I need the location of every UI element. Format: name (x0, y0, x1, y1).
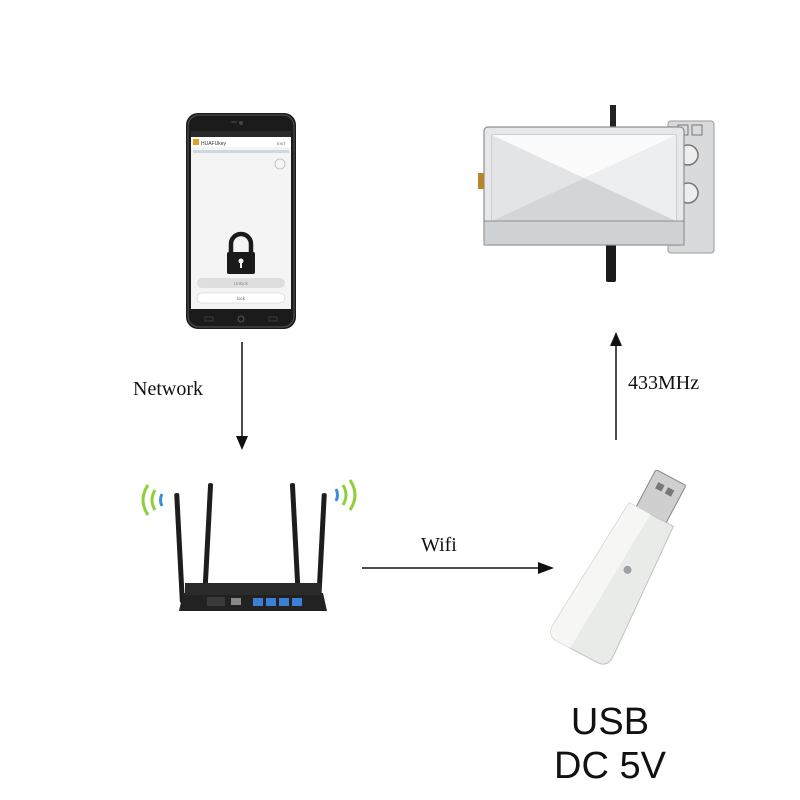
frequency-label: 433MHz (628, 372, 700, 394)
router-graphic (141, 479, 357, 611)
power-spec-line2: DC 5V (554, 745, 666, 787)
power-spec-label: USB DC 5V (530, 700, 690, 788)
network-arrow (236, 342, 248, 450)
smartphone: HUAFUkey EXIT Unlock lock (185, 112, 297, 330)
433mhz-arrow (610, 332, 622, 440)
padlock-icon (227, 231, 255, 274)
left-signal-icon (141, 484, 164, 516)
wifi-router (135, 465, 365, 615)
app-exit-button[interactable]: EXIT (277, 141, 286, 146)
unlock-button-label: Unlock (234, 281, 249, 286)
wifi-label: Wifi (421, 534, 457, 556)
lock-button[interactable] (196, 292, 286, 304)
usb-dongle (540, 469, 700, 665)
app-title: HUAFUkey (201, 141, 227, 147)
usb-dongle-graphic (550, 469, 686, 665)
network-label: Network (133, 378, 203, 400)
right-signal-icon (334, 479, 357, 511)
lock-button-label: lock (237, 296, 246, 301)
lock-graphic (478, 105, 715, 282)
unlock-button[interactable] (197, 278, 285, 288)
power-spec-line1: USB (570, 701, 650, 743)
wifi-arrow (362, 562, 554, 574)
electronic-lock (470, 105, 720, 285)
smartphone-graphic: HUAFUkey EXIT Unlock lock (186, 113, 296, 329)
